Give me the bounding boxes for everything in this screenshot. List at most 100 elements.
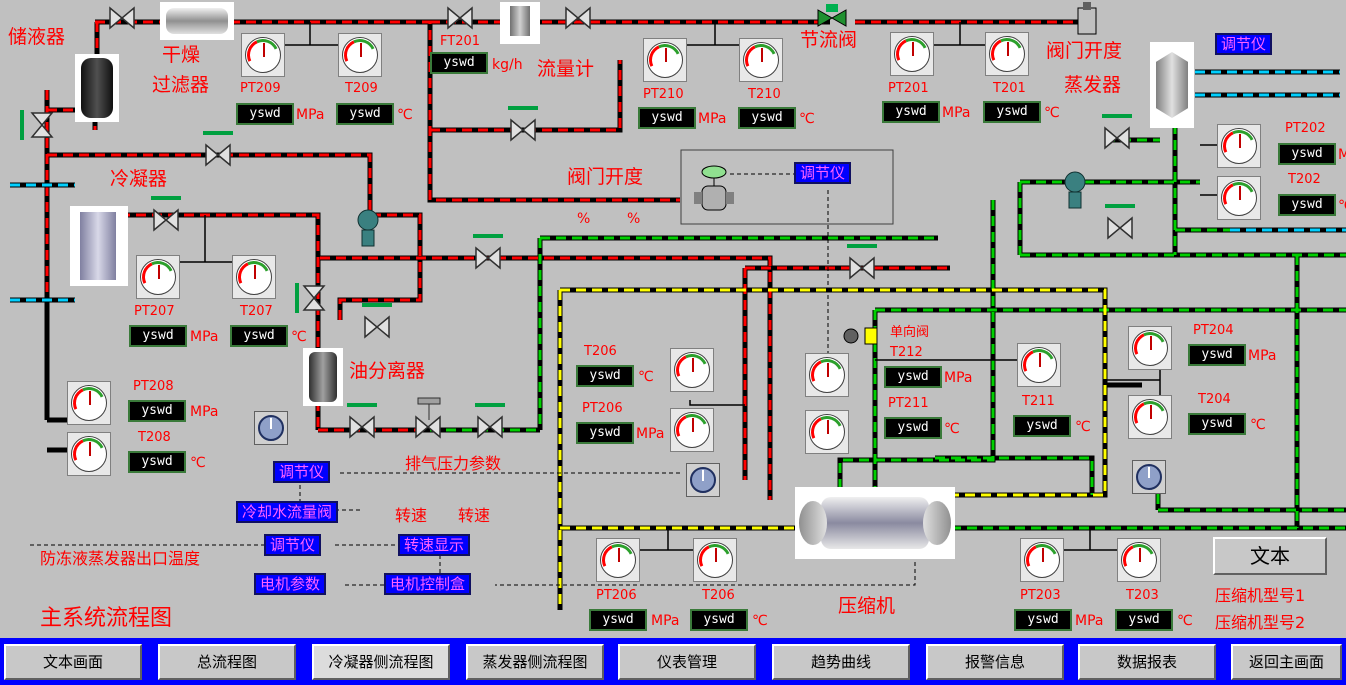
tag-t203: T203 [1126, 588, 1159, 603]
motor-control-box-button[interactable]: 电机控制盒 [384, 573, 472, 595]
gauge-t211[interactable] [1017, 343, 1061, 387]
value-pt203[interactable]: yswd [1014, 609, 1072, 631]
tag-t212: T212 [890, 345, 923, 360]
nav-alarm-info[interactable]: 报警信息 [926, 644, 1064, 680]
gauge-t212[interactable] [805, 353, 849, 397]
unit-mpa-208: MPa [190, 404, 219, 420]
unit-mpa-202: MPa [1338, 147, 1346, 163]
gauge-pt202[interactable] [1217, 124, 1261, 168]
gauge-t209[interactable] [338, 33, 382, 77]
nav-data-report[interactable]: 数据报表 [1078, 644, 1216, 680]
gauge-t201[interactable] [985, 32, 1029, 76]
gauge-t206-left[interactable] [670, 348, 714, 392]
value-pt211[interactable]: yswd [884, 417, 942, 439]
nav-text-screen[interactable]: 文本画面 [4, 644, 142, 680]
gauge-t202[interactable] [1217, 176, 1261, 220]
gauge-t207[interactable] [232, 255, 276, 299]
value-pt204[interactable]: yswd [1188, 344, 1246, 366]
condenser[interactable] [70, 206, 128, 286]
value-t207[interactable]: yswd [230, 325, 288, 347]
condenser-label: 冷凝器 [110, 168, 168, 190]
gauge-pt207[interactable] [136, 255, 180, 299]
value-t203[interactable]: yswd [1115, 609, 1173, 631]
dial-indicator-left[interactable] [254, 411, 288, 445]
dryer-filter[interactable] [160, 2, 234, 40]
flowmeter-label: 流量计 [537, 58, 595, 80]
receiver-tank[interactable] [75, 54, 119, 122]
regulator-top-button[interactable]: 调节仪 [1215, 33, 1273, 55]
gauge-pt211[interactable] [805, 410, 849, 454]
gauge-t206-bottom[interactable] [693, 538, 737, 582]
oil-separator-label: 油分离器 [349, 360, 426, 382]
gauge-pt208[interactable] [67, 381, 111, 425]
gauge-pt206-bottom[interactable] [596, 538, 640, 582]
value-t209[interactable]: yswd [336, 103, 394, 125]
regulator-mid-button[interactable]: 调节仪 [794, 162, 852, 184]
regulator-bottom-button[interactable]: 调节仪 [264, 534, 322, 556]
flow-meter[interactable] [500, 2, 540, 44]
value-pt208[interactable]: yswd [128, 400, 186, 422]
oil-separator[interactable] [303, 348, 343, 406]
gauge-t210[interactable] [739, 38, 783, 82]
compressor[interactable] [795, 487, 955, 559]
tag-pt207: PT207 [134, 304, 175, 319]
value-t208[interactable]: yswd [128, 451, 186, 473]
nav-evaporator-flow[interactable]: 蒸发器侧流程图 [466, 644, 604, 680]
tag-t207: T207 [240, 304, 273, 319]
unit-c-211a: ℃ [944, 421, 960, 437]
value-pt202[interactable]: yswd [1278, 143, 1336, 165]
gauge-pt206-left[interactable] [670, 408, 714, 452]
nav-trend-curves[interactable]: 趋势曲线 [772, 644, 910, 680]
cooling-water-valve-button[interactable]: 冷却水流量阀 [236, 501, 339, 523]
gauge-t208[interactable] [67, 432, 111, 476]
gauge-t204[interactable] [1128, 395, 1172, 439]
value-t201[interactable]: yswd [983, 101, 1041, 123]
value-pt201[interactable]: yswd [882, 101, 940, 123]
value-pt210[interactable]: yswd [638, 107, 696, 129]
percent-label-2: % [627, 211, 641, 227]
nav-condenser-flow[interactable]: 冷凝器侧流程图 [312, 644, 450, 680]
tag-pt202: PT202 [1285, 121, 1326, 136]
tag-t206-left: T206 [584, 344, 617, 359]
value-pt209[interactable]: yswd [236, 103, 294, 125]
dial-indicator-right[interactable] [1132, 460, 1166, 494]
motor-params-button[interactable]: 电机参数 [254, 573, 327, 595]
value-t210[interactable]: yswd [738, 107, 796, 129]
tag-pt203: PT203 [1020, 588, 1061, 603]
gauge-pt201[interactable] [890, 32, 934, 76]
speed-label-1: 转速 [395, 506, 428, 525]
value-ft201[interactable]: yswd [430, 52, 488, 74]
value-t206-bottom[interactable]: yswd [690, 609, 748, 631]
gauge-t203[interactable] [1117, 538, 1161, 582]
dryer-label-2: 过滤器 [152, 74, 210, 96]
value-t202[interactable]: yswd [1278, 194, 1336, 216]
tag-t201: T201 [993, 81, 1026, 96]
tag-pt211: PT211 [888, 396, 929, 411]
nav-overall-flow[interactable]: 总流程图 [158, 644, 296, 680]
text-button[interactable]: 文本 [1213, 537, 1327, 575]
value-t206-left[interactable]: yswd [576, 365, 634, 387]
dryer-label-1: 干燥 [162, 44, 201, 66]
unit-mpa-206-left: MPa [636, 426, 665, 442]
dial-indicator-center[interactable] [686, 463, 720, 497]
value-t204[interactable]: yswd [1188, 413, 1246, 435]
gauge-pt210[interactable] [643, 38, 687, 82]
tag-t206-bottom: T206 [702, 588, 735, 603]
value-pt206-bottom[interactable]: yswd [589, 609, 647, 631]
tag-t211: T211 [1022, 394, 1055, 409]
evaporator[interactable] [1150, 42, 1194, 128]
value-t211[interactable]: yswd [1013, 415, 1071, 437]
unit-c-204: ℃ [1250, 417, 1266, 433]
unit-mpa-207: MPa [190, 329, 219, 345]
value-pt206-left[interactable]: yswd [576, 422, 634, 444]
value-pt207[interactable]: yswd [129, 325, 187, 347]
gauge-pt203[interactable] [1020, 538, 1064, 582]
gauge-pt204[interactable] [1128, 326, 1172, 370]
nav-return-main[interactable]: 返回主画面 [1231, 644, 1342, 680]
value-t212[interactable]: yswd [884, 366, 942, 388]
nav-instrument-management[interactable]: 仪表管理 [618, 644, 756, 680]
speed-display-button[interactable]: 转速显示 [398, 534, 471, 556]
regulator-left-button[interactable]: 调节仪 [273, 461, 331, 483]
page-title: 主系统流程图 [40, 606, 173, 631]
gauge-pt209[interactable] [241, 33, 285, 77]
